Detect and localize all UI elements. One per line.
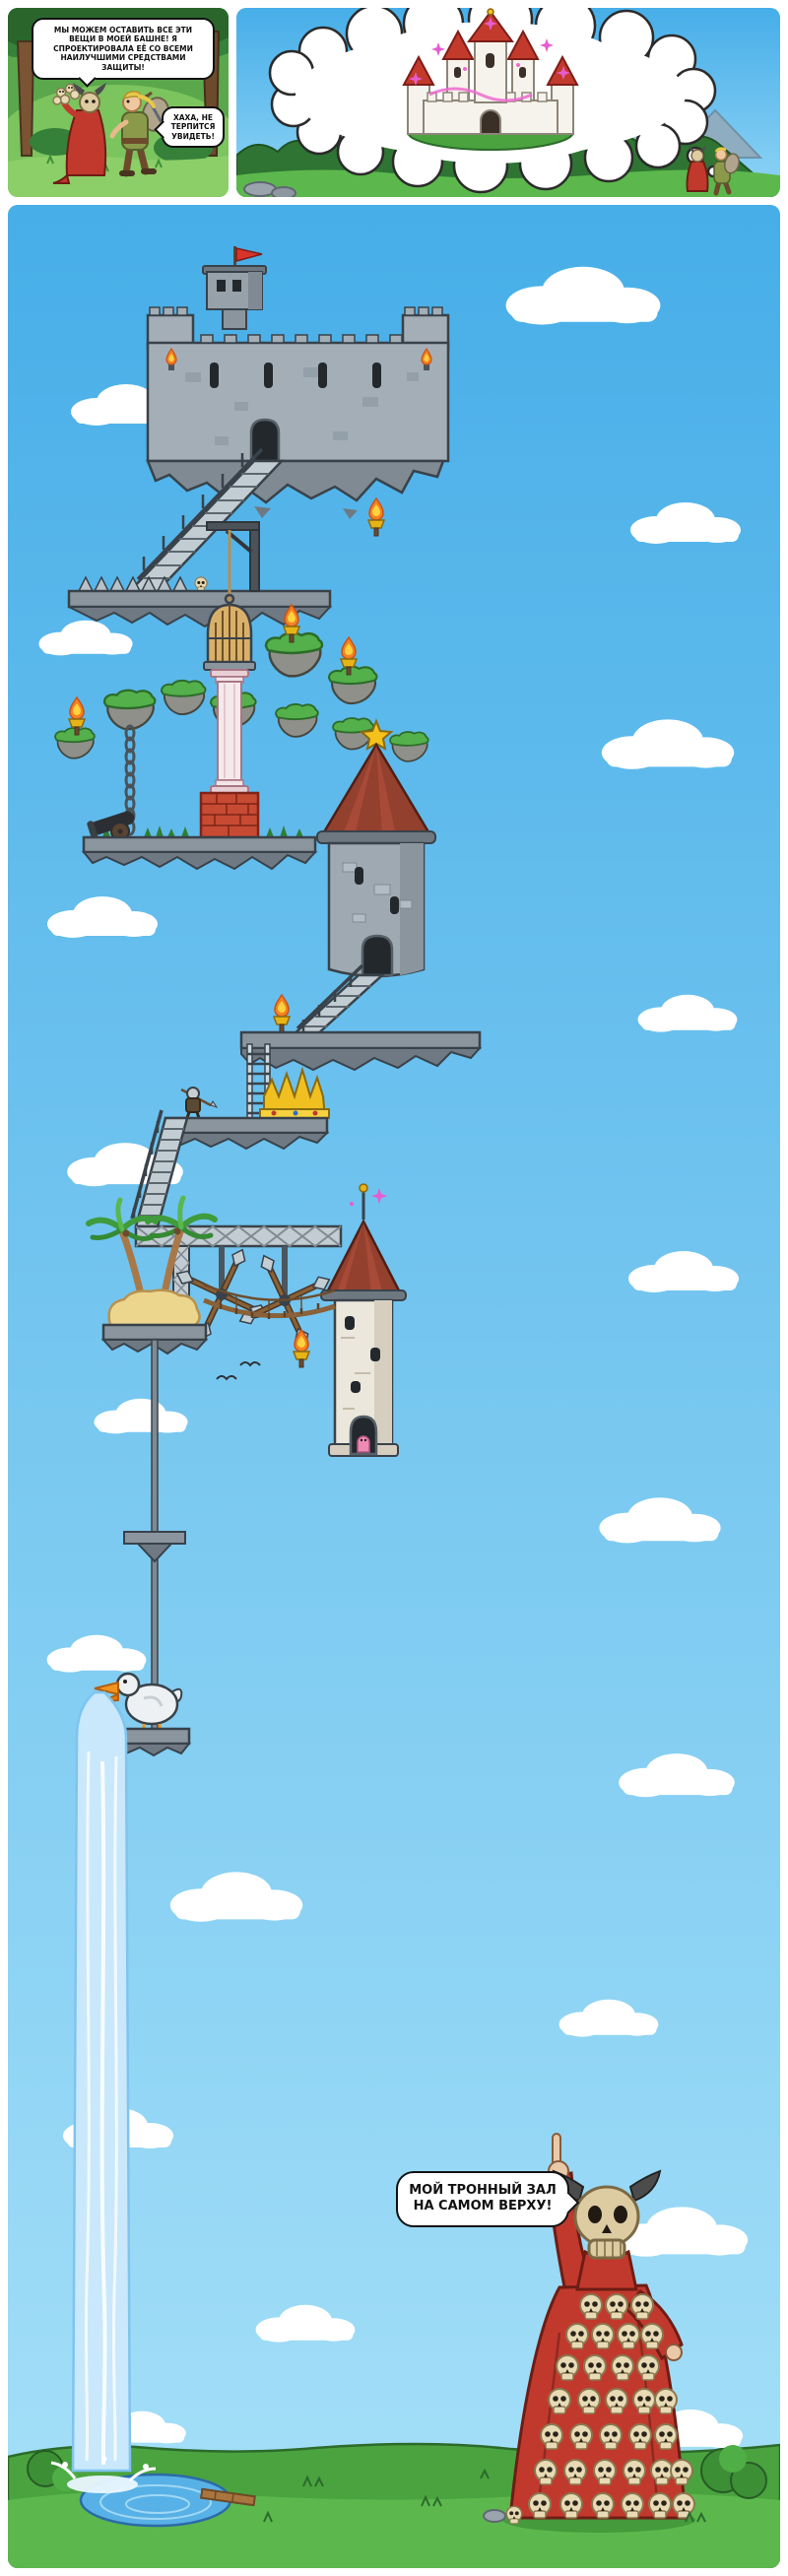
arrow-slit <box>390 896 399 914</box>
arrow-slit <box>318 363 327 388</box>
rock-underside <box>81 851 318 871</box>
speech-text: МОЙ ТРОННЫЙ ЗАЛ НА САМОМ ВЕРХУ! <box>409 2183 557 2214</box>
tower-art <box>8 205 780 2568</box>
tower-door <box>361 934 394 977</box>
keep-door <box>249 418 281 463</box>
sky-keep <box>146 246 450 519</box>
skull-pile <box>52 83 81 105</box>
panel-forest: МЫ МОЖЕМ ОСТАВИТЬ ВСЕ ЭТИ ВЕЩИ В МОЕЙ БА… <box>8 8 229 197</box>
ledge-platform <box>239 994 483 1072</box>
rock-underside <box>68 606 333 628</box>
stairs-tower <box>288 963 386 1038</box>
window <box>370 1348 380 1361</box>
marble-column <box>210 669 249 794</box>
mid-platform <box>123 1531 186 1545</box>
rock-underside <box>100 1339 209 1355</box>
palm-island <box>86 1195 218 1355</box>
spire-tower <box>320 1183 407 1457</box>
figure-in-doorway <box>357 1435 370 1453</box>
hero-hair <box>122 91 142 100</box>
keep-wall <box>146 341 450 463</box>
arrow-slit <box>264 363 273 388</box>
splash-foam <box>67 2476 138 2493</box>
castle-gate <box>480 109 501 135</box>
arrow-slit <box>372 363 381 388</box>
brick-pillar <box>199 791 260 839</box>
window <box>351 1381 361 1393</box>
travelers <box>686 146 740 196</box>
birds-icon <box>216 1361 261 1381</box>
waterfall <box>50 1690 157 2493</box>
cannon-platform <box>81 811 318 871</box>
handrail-rope <box>203 1283 336 1301</box>
wooden-plank <box>199 2487 256 2507</box>
rope-bridge <box>203 1283 336 1319</box>
keep-tower <box>474 36 507 103</box>
palm-fronds <box>86 1195 218 1242</box>
bushes <box>27 2445 767 2499</box>
flag-icon <box>235 247 263 262</box>
beak <box>94 1681 119 1696</box>
horn-icon <box>95 83 106 96</box>
rock-underside <box>240 1047 483 1072</box>
dream-castle <box>402 8 579 151</box>
speech-bubble-hero: ХАХА, НЕ ТЕРПИТСЯ УВИДЕТЬ! <box>154 106 225 149</box>
villain-skull-head <box>552 2169 662 2260</box>
round-tower <box>316 718 436 978</box>
horn-icon <box>628 2169 662 2203</box>
sand-mound <box>107 1288 201 1327</box>
arrow-slit <box>210 363 219 388</box>
treasure-crown <box>259 1066 330 1119</box>
magic-swirl <box>428 87 533 102</box>
spikes <box>77 575 189 592</box>
panel-tower: МОЙ ТРОННЫЙ ЗАЛ НА САМОМ ВЕРХУ! <box>8 205 780 2568</box>
dream-art <box>236 8 780 197</box>
horn-icon <box>73 83 85 96</box>
stairs-lower <box>130 1109 189 1228</box>
spike-platform <box>67 521 333 628</box>
speech-bubble-villain: МЫ МОЖЕМ ОСТАВИТЬ ВСЕ ЭТИ ВЕЩИ В МОЕЙ БА… <box>32 18 215 88</box>
rock <box>483 2509 506 2523</box>
stones <box>243 181 296 197</box>
cannon <box>87 811 135 841</box>
rock-underside <box>163 1132 330 1151</box>
knight-figure <box>180 1087 219 1119</box>
speech-text: МЫ МОЖЕМ ОСТАВИТЬ ВСЕ ЭТИ ВЕЩИ В МОЕЙ БА… <box>53 26 193 72</box>
panel-dream <box>236 8 780 197</box>
villain-walking <box>52 83 107 184</box>
grass-tufts <box>263 2468 490 2523</box>
speech-bubble-villain-throne: МОЙ ТРОННЫЙ ЗАЛ НА САМОМ ВЕРХУ! <box>396 2171 580 2227</box>
arrow-slit <box>355 867 363 885</box>
speech-text: ХАХА, НЕ ТЕРПИТСЯ УВИДЕТЬ! <box>170 113 216 141</box>
villain-skull-head <box>79 92 100 113</box>
window <box>345 1316 355 1330</box>
railing <box>136 447 264 581</box>
